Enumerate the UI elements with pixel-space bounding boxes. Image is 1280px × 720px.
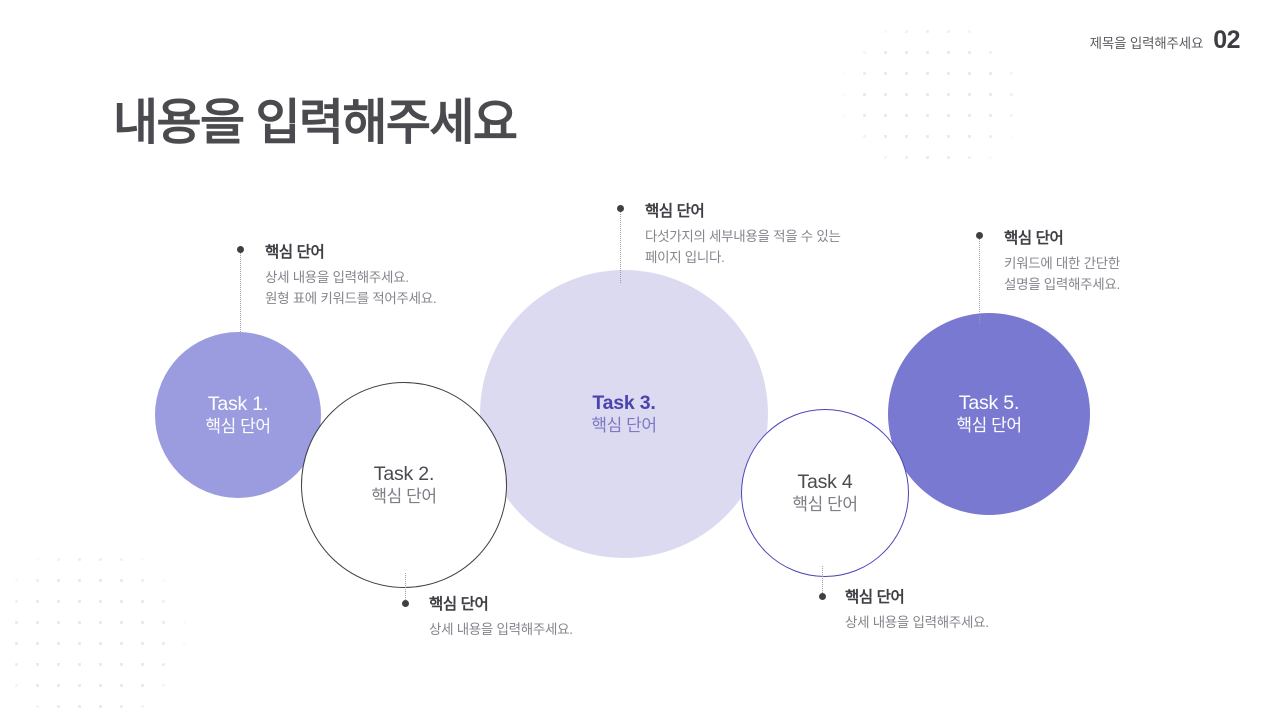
callout-task4-heading: 핵심 단어 [845,589,905,606]
connector-line [620,212,621,283]
dot-pattern-top-right [812,0,1052,186]
dot-pattern-bottom-left [6,528,206,720]
callout-task1-body: 상세 내용을 입력해주세요. 원형 표에 키워드를 적어주세요. [265,268,437,309]
callout-task5-line2: 설명을 입력해주세요. [1004,276,1120,292]
circle-task4[interactable]: Task 4 핵심 단어 [741,409,909,577]
circle-task4-title: Task 4 [797,470,853,493]
callout-task5-body: 키워드에 대한 간단한 설명을 입력해주세요. [1004,254,1120,295]
circle-task3-subtitle: 핵심 단어 [591,415,657,435]
callout-task5-heading: 핵심 단어 [1004,230,1064,247]
callout-task1-line2: 원형 표에 키워드를 적어주세요. [265,290,437,306]
connector-dot-icon [976,232,983,239]
callout-task2-line1: 상세 내용을 입력해주세요. [429,622,573,638]
slide-number: 02 [1213,26,1240,54]
connector-task4 [818,566,827,600]
callout-task1-line1: 상세 내용을 입력해주세요. [265,270,409,286]
callout-task2-body: 상세 내용을 입력해주세요. [429,620,573,641]
connector-dot-icon [617,205,624,212]
circle-task2-subtitle: 핵심 단어 [371,486,437,506]
circle-task1-subtitle: 핵심 단어 [205,416,271,436]
circle-task1[interactable]: Task 1. 핵심 단어 [155,332,321,498]
connector-dot-icon [237,246,244,253]
circle-task1-title: Task 1. [207,392,269,415]
callout-task5-line1: 키워드에 대한 간단한 [1004,256,1120,272]
circle-task5-subtitle: 핵심 단어 [956,415,1022,435]
callout-task3-heading: 핵심 단어 [645,203,705,220]
callout-task2-heading: 핵심 단어 [429,596,489,613]
connector-task5 [975,232,984,324]
connector-line [240,253,241,338]
page-title: 내용을 입력해주세요 [113,96,518,150]
connector-task2 [401,573,410,607]
callout-task3-body: 다섯가지의 세부내용을 적을 수 있는 페이지 입니다. [645,227,841,268]
callout-task4: 핵심 단어 상세 내용을 입력해주세요. [845,588,989,634]
circle-task5-title: Task 5. [958,391,1020,414]
connector-line [822,566,823,593]
connector-task1 [236,246,245,338]
connector-dot-icon [819,593,826,600]
circle-task4-subtitle: 핵심 단어 [792,494,858,514]
connector-dot-icon [402,600,409,607]
connector-line [405,573,406,600]
circle-task2-title: Task 2. [373,462,435,485]
callout-task3-line2: 페이지 입니다. [645,249,725,265]
circle-task5[interactable]: Task 5. 핵심 단어 [888,313,1090,515]
slide-header: 제목을 입력해주세요 02 [1089,26,1241,54]
callout-task2: 핵심 단어 상세 내용을 입력해주세요. [429,595,573,641]
connector-line [979,239,980,324]
callout-task4-body: 상세 내용을 입력해주세요. [845,613,989,634]
callout-task1-heading: 핵심 단어 [265,244,325,261]
header-label: 제목을 입력해주세요 [1089,36,1204,51]
circle-task3[interactable]: Task 3. 핵심 단어 [480,270,768,558]
callout-task4-line1: 상세 내용을 입력해주세요. [845,615,989,631]
circle-task2[interactable]: Task 2. 핵심 단어 [301,382,507,588]
callout-task3-line1: 다섯가지의 세부내용을 적을 수 있는 [645,229,841,245]
callout-task1: 핵심 단어 상세 내용을 입력해주세요. 원형 표에 키워드를 적어주세요. [265,243,437,309]
circle-task3-title: Task 3. [592,391,656,414]
callout-task3: 핵심 단어 다섯가지의 세부내용을 적을 수 있는 페이지 입니다. [645,202,841,268]
callout-task5: 핵심 단어 키워드에 대한 간단한 설명을 입력해주세요. [1004,229,1120,295]
connector-task3 [616,205,625,283]
